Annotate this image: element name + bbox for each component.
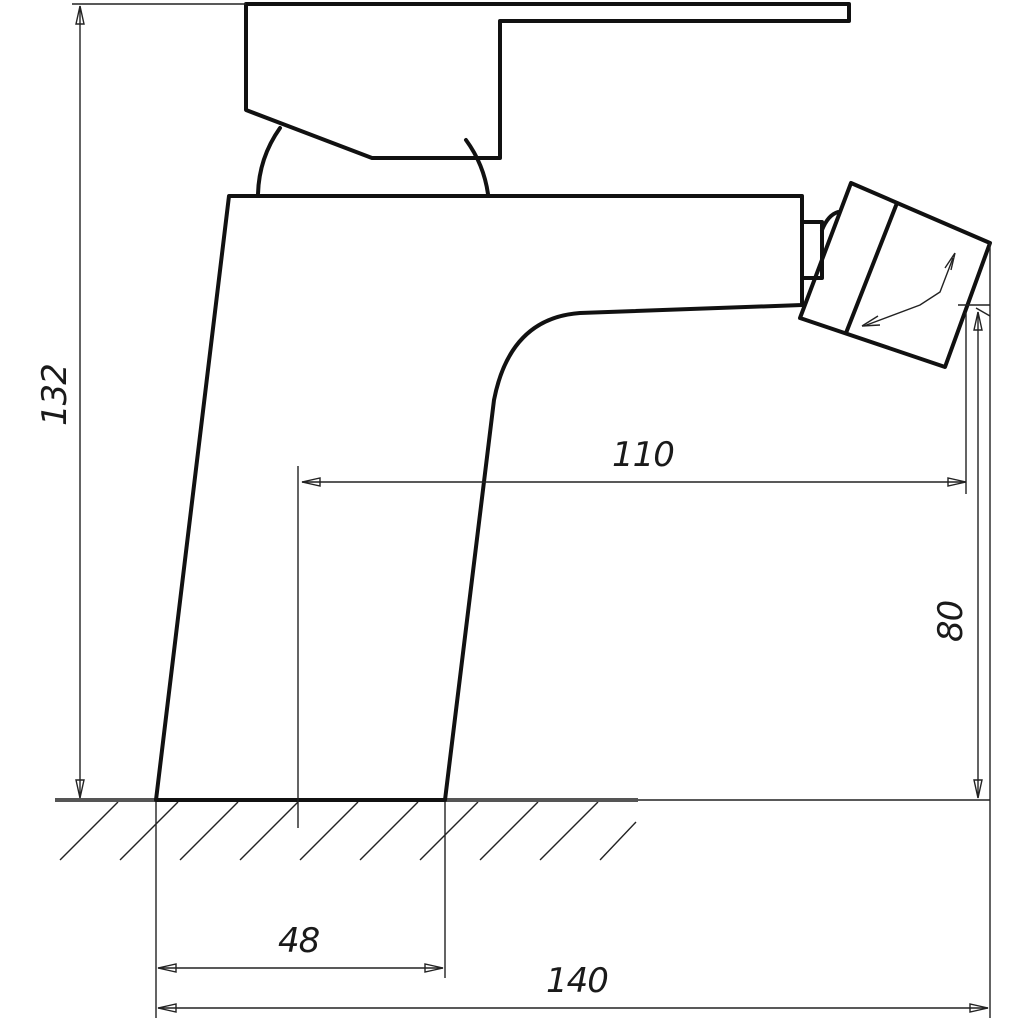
lever-handle — [244, 2, 851, 160]
dimension-label-spout-height: 80 — [931, 601, 971, 642]
dimension-spout-height: 80 — [931, 304, 991, 799]
dimension-spout-reach: 110 — [297, 312, 967, 828]
rotation-arrows-icon — [861, 252, 956, 327]
dimension-base-width: 48 — [157, 921, 444, 973]
dimension-total-length: 140 — [157, 961, 989, 1013]
faucet-body — [154, 194, 804, 802]
spout-joint — [820, 210, 840, 232]
dimension-label-base-width: 48 — [278, 921, 320, 961]
dimension-label-spout-reach: 110 — [612, 435, 674, 475]
aerator-head — [798, 181, 992, 369]
dimension-label-total-height: 132 — [35, 364, 75, 426]
dimension-label-total-length: 140 — [546, 961, 608, 1001]
spout-connector — [800, 220, 824, 280]
handle-dome — [256, 126, 490, 196]
dimension-total-height: 132 — [35, 3, 246, 799]
floor-hatching — [59, 801, 637, 861]
